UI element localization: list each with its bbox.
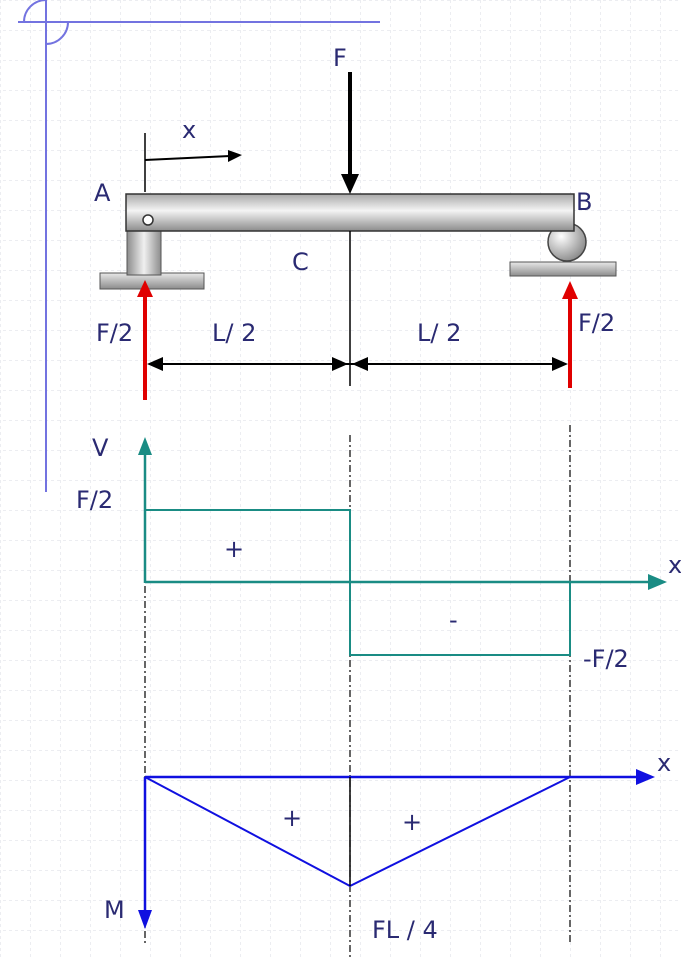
midpoint-c-label: C [292, 248, 309, 276]
moment-x-axis-head [636, 769, 655, 785]
shear-negative-sign: - [449, 606, 458, 634]
pin-hole-left [142, 214, 154, 226]
beam: F x A B C F/2 F/2 L/ 2 L/ [94, 44, 617, 400]
distance-x-arrow-head [228, 150, 242, 162]
moment-x-label: x [657, 749, 671, 777]
shear-negative-region [349, 582, 571, 656]
corner-accent [18, 0, 380, 492]
distance-x-label: x [182, 116, 196, 144]
support-post-left [126, 227, 162, 276]
span-right-label: L/ 2 [417, 319, 461, 347]
moment-m-label: M [104, 896, 125, 924]
shear-v-label: V [92, 434, 109, 462]
shear-min-label: -F/2 [583, 645, 629, 673]
span-dimension [147, 357, 568, 371]
support-b-label: B [576, 188, 592, 216]
shear-positive-sign: + [224, 535, 244, 563]
support-a-label: A [94, 179, 111, 207]
moment-m-axis-head [138, 910, 152, 929]
moment-right-sign: + [402, 808, 422, 836]
moment-diagram: x M FL / 4 + + [104, 749, 671, 944]
reaction-left-label: F/2 [96, 319, 133, 347]
shear-max-label: F/2 [76, 486, 113, 514]
shear-x-label: x [668, 551, 681, 579]
distance-x-arrow [144, 155, 231, 161]
load-arrow-head [341, 174, 359, 194]
shear-v-axis-head [138, 437, 152, 455]
shear-positive-region [145, 509, 351, 582]
moment-left-sign: + [282, 804, 302, 832]
reaction-arrow-left [137, 280, 153, 400]
load-label: F [333, 44, 347, 72]
shear-x-axis-head [648, 574, 667, 590]
reaction-right-label: F/2 [578, 309, 615, 337]
beam-body [125, 193, 575, 232]
shear-diagram: V x F/2 -F/2 + - [76, 434, 681, 673]
moment-max-label: FL / 4 [372, 916, 438, 944]
span-left-label: L/ 2 [212, 319, 256, 347]
reaction-arrow-right [562, 281, 578, 388]
support-base-right [509, 261, 617, 277]
